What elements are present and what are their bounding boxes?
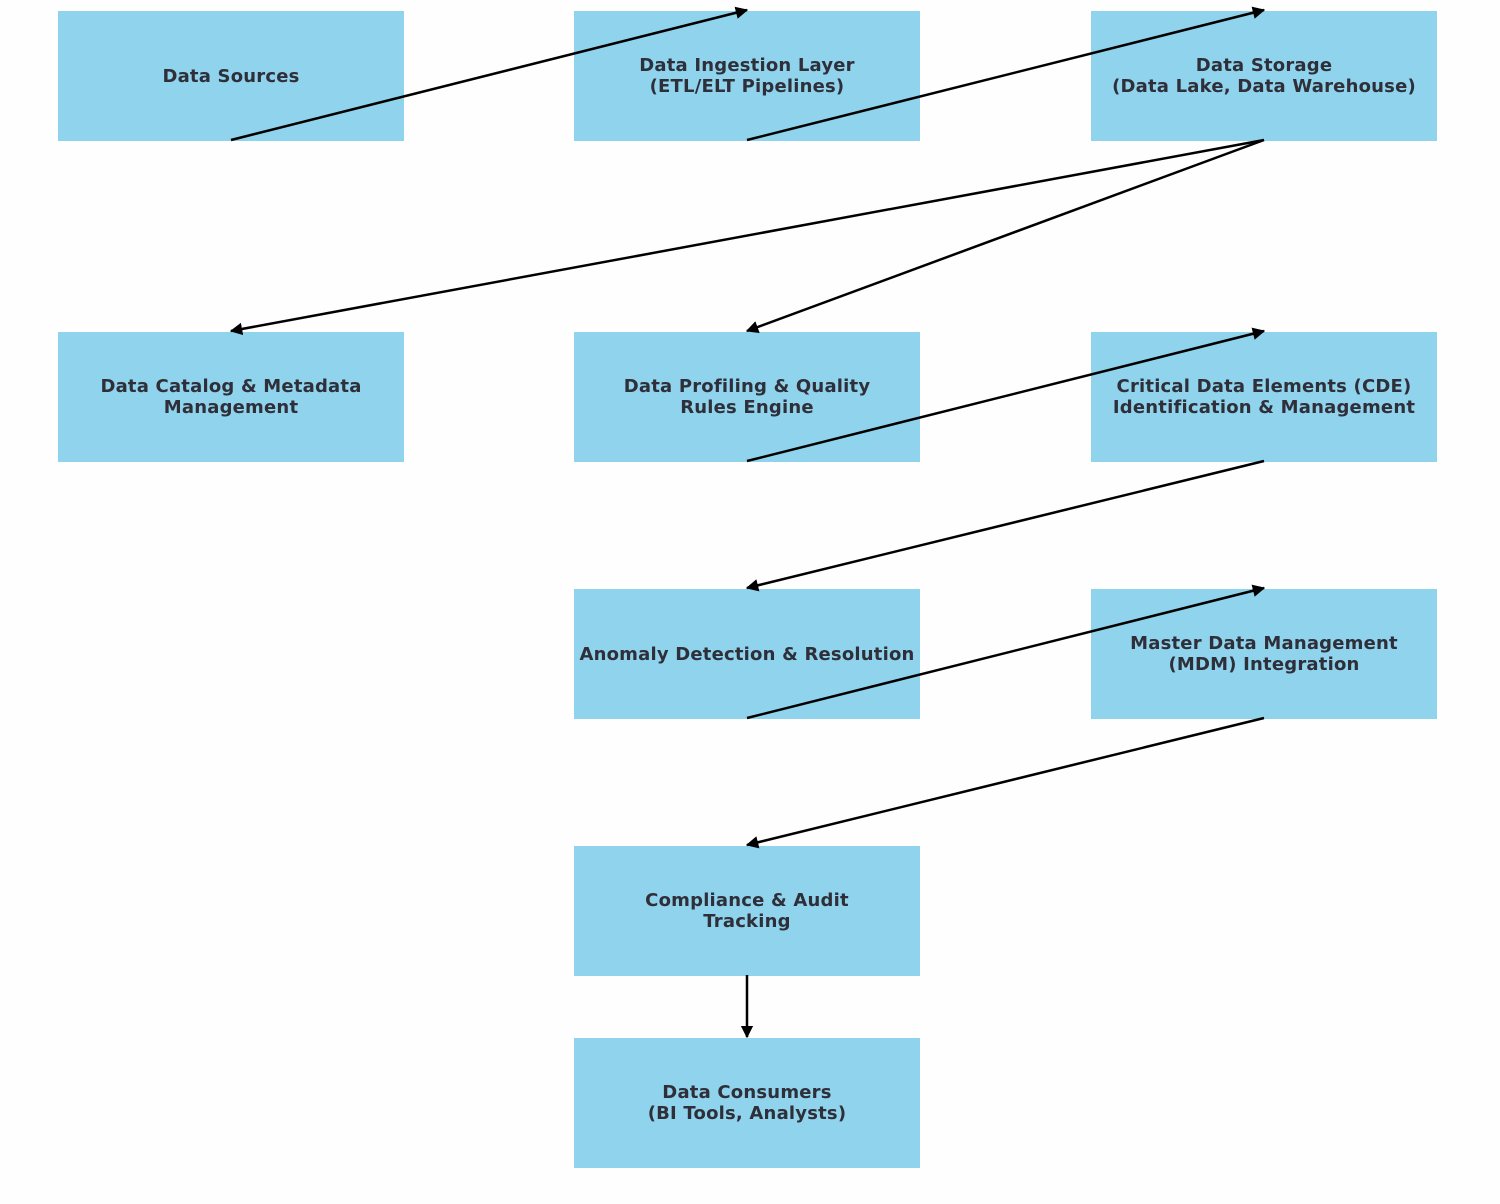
node-label: Master Data Management (MDM) Integration xyxy=(1130,633,1398,675)
node-label: Compliance & Audit Tracking xyxy=(645,890,849,932)
node-data-ingestion-layer: Data Ingestion Layer (ETL/ELT Pipelines) xyxy=(574,11,920,141)
node-data-catalog: Data Catalog & Metadata Management xyxy=(58,332,404,462)
node-data-profiling: Data Profiling & Quality Rules Engine xyxy=(574,332,920,462)
edge-storage-to-profiling xyxy=(745,138,1265,333)
node-cde: Critical Data Elements (CDE) Identificat… xyxy=(1091,332,1437,462)
node-data-sources: Data Sources xyxy=(58,11,404,141)
node-anomaly-detection: Anomaly Detection & Resolution xyxy=(574,589,920,719)
edge-storage-to-catalog xyxy=(229,138,1265,336)
node-label: Data Sources xyxy=(162,65,300,87)
node-data-storage: Data Storage (Data Lake, Data Warehouse) xyxy=(1091,11,1437,141)
node-compliance-audit: Compliance & Audit Tracking xyxy=(574,846,920,976)
node-label: Data Catalog & Metadata Management xyxy=(100,376,362,418)
node-label: Data Consumers (BI Tools, Analysts) xyxy=(647,1082,847,1124)
node-mdm-integration: Master Data Management (MDM) Integration xyxy=(1091,589,1437,719)
node-label: Anomaly Detection & Resolution xyxy=(579,643,915,665)
edge-cde-to-anomaly xyxy=(745,459,1265,592)
node-label: Critical Data Elements (CDE) Identificat… xyxy=(1112,376,1416,418)
node-label: Data Profiling & Quality Rules Engine xyxy=(623,376,871,418)
node-label: Data Storage (Data Lake, Data Warehouse) xyxy=(1112,55,1416,97)
edge-mdm-to-compliance xyxy=(745,716,1265,849)
node-data-consumers: Data Consumers (BI Tools, Analysts) xyxy=(574,1038,920,1168)
node-label: Data Ingestion Layer (ETL/ELT Pipelines) xyxy=(639,55,855,97)
